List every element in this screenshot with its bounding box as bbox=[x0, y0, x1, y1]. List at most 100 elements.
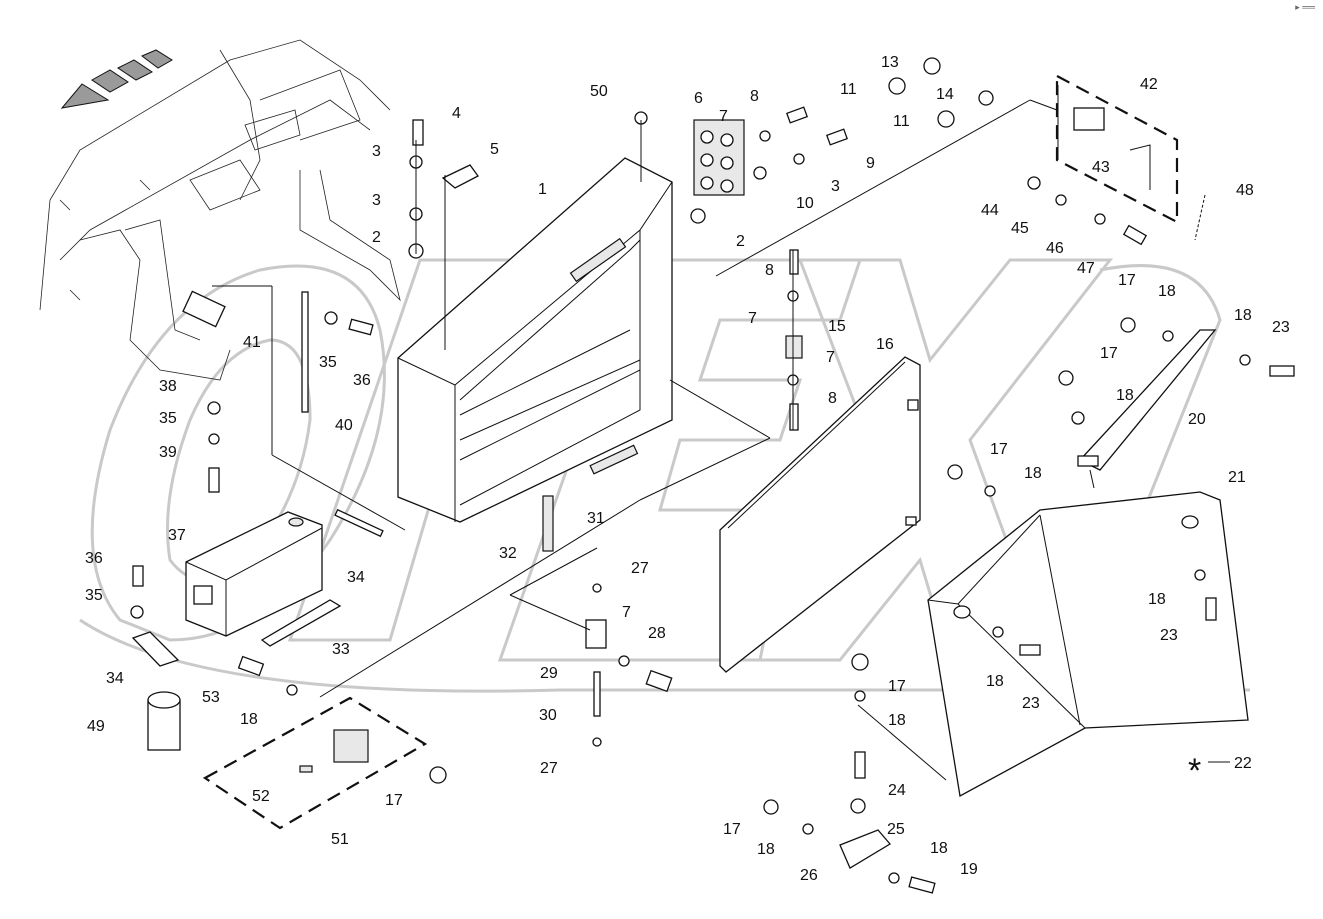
callout-6: 6 bbox=[694, 90, 703, 107]
callout-52: 52 bbox=[252, 788, 270, 805]
callout-40: 40 bbox=[335, 417, 353, 434]
callouts: 50 6 8 13 11 14 11 42 4 3 5 3 2 7 9 3 10… bbox=[85, 54, 1290, 884]
callout-29: 29 bbox=[540, 665, 558, 682]
callout-14: 14 bbox=[936, 86, 954, 103]
legend: * 22 bbox=[1188, 752, 1252, 790]
callout-8: 8 bbox=[828, 390, 837, 407]
callout-11: 11 bbox=[893, 113, 910, 130]
callout-44: 44 bbox=[981, 202, 999, 219]
callout-34: 34 bbox=[347, 569, 365, 586]
callout-16: 16 bbox=[876, 336, 894, 353]
callout-17: 17 bbox=[990, 441, 1008, 458]
callout-49: 49 bbox=[87, 718, 105, 735]
callout-7: 7 bbox=[826, 349, 835, 366]
arrow-stripe-2 bbox=[117, 59, 153, 81]
callout-48: 48 bbox=[1236, 182, 1254, 199]
callout-18: 18 bbox=[1158, 283, 1176, 300]
callout-43: 43 bbox=[1092, 159, 1110, 176]
callout-18: 18 bbox=[1234, 307, 1252, 324]
callout-11: 11 bbox=[840, 81, 857, 98]
callout-5: 5 bbox=[490, 141, 499, 158]
callout-23: 23 bbox=[1022, 695, 1040, 712]
callout-36: 36 bbox=[85, 550, 103, 567]
assembly-lines bbox=[212, 85, 1095, 781]
direction-arrow bbox=[60, 83, 110, 109]
callout-46: 46 bbox=[1046, 240, 1064, 257]
corner-mark: ▸ ══ bbox=[1295, 2, 1315, 12]
callout-45: 45 bbox=[1011, 220, 1029, 237]
callout-7: 7 bbox=[622, 604, 631, 621]
assembly-outline-51 bbox=[202, 696, 428, 830]
callout-26: 26 bbox=[800, 867, 818, 884]
callout-17: 17 bbox=[1100, 345, 1118, 362]
callout-39: 39 bbox=[159, 444, 177, 461]
relay bbox=[333, 729, 369, 763]
callout-7: 7 bbox=[719, 108, 728, 125]
callout-10: 10 bbox=[796, 195, 814, 212]
callout-51: 51 bbox=[331, 831, 349, 848]
callout-8: 8 bbox=[750, 88, 759, 105]
battery-box-housing bbox=[397, 157, 673, 552]
callout-23: 23 bbox=[1272, 319, 1290, 336]
callout-25: 25 bbox=[887, 821, 905, 838]
callout-18: 18 bbox=[930, 840, 948, 857]
callout-50: 50 bbox=[590, 83, 608, 100]
callout-18: 18 bbox=[240, 711, 258, 728]
callout-9: 9 bbox=[866, 155, 875, 172]
callout-37: 37 bbox=[168, 527, 186, 544]
callout-18: 18 bbox=[1148, 591, 1166, 608]
callout-20: 20 bbox=[1188, 411, 1206, 428]
callout-18: 18 bbox=[986, 673, 1004, 690]
callout-18: 18 bbox=[1116, 387, 1134, 404]
callout-35: 35 bbox=[319, 354, 337, 371]
callout-24: 24 bbox=[888, 782, 906, 799]
callout-15: 15 bbox=[828, 318, 846, 335]
callout-28: 28 bbox=[648, 625, 666, 642]
watermark-base bbox=[79, 618, 1250, 693]
battery bbox=[185, 511, 323, 637]
callout-38: 38 bbox=[159, 378, 177, 395]
hardware bbox=[130, 57, 1295, 894]
callout-13: 13 bbox=[881, 54, 899, 71]
callout-53: 53 bbox=[202, 689, 220, 706]
arrow-stripe-3 bbox=[141, 49, 173, 69]
assembly-outline-42 bbox=[1055, 74, 1179, 224]
callout-18: 18 bbox=[888, 712, 906, 729]
callout-17: 17 bbox=[723, 821, 741, 838]
callout-2: 2 bbox=[736, 233, 745, 250]
callout-21: 21 bbox=[1228, 469, 1246, 486]
callout-7: 7 bbox=[748, 310, 757, 327]
legend-asterisk: * bbox=[1188, 752, 1201, 790]
callout-3: 3 bbox=[372, 143, 381, 160]
arrow-stripe-1 bbox=[91, 69, 129, 93]
battery-box-door bbox=[719, 356, 921, 673]
callout-35: 35 bbox=[159, 410, 177, 427]
tractor-frame-background bbox=[39, 39, 401, 381]
callout-2: 2 bbox=[372, 229, 381, 246]
callout-30: 30 bbox=[539, 707, 557, 724]
callout-4: 4 bbox=[452, 105, 461, 122]
callout-33: 33 bbox=[332, 641, 350, 658]
callout-27: 27 bbox=[540, 760, 558, 777]
callout-18: 18 bbox=[1024, 465, 1042, 482]
callout-35: 35 bbox=[85, 587, 103, 604]
callout-3: 3 bbox=[372, 192, 381, 209]
legend-number: 22 bbox=[1234, 755, 1252, 772]
callout-27: 27 bbox=[631, 560, 649, 577]
callout-31: 31 bbox=[587, 510, 605, 527]
callout-32: 32 bbox=[499, 545, 517, 562]
callout-34: 34 bbox=[106, 670, 124, 687]
container-49 bbox=[147, 691, 181, 751]
callout-18: 18 bbox=[757, 841, 775, 858]
callout-23: 23 bbox=[1160, 627, 1178, 644]
callout-17: 17 bbox=[1118, 272, 1136, 289]
callout-17: 17 bbox=[888, 678, 906, 695]
callout-42: 42 bbox=[1140, 76, 1158, 93]
callout-17: 17 bbox=[385, 792, 403, 809]
callout-36: 36 bbox=[353, 372, 371, 389]
callout-8: 8 bbox=[765, 262, 774, 279]
support-strut bbox=[1077, 329, 1217, 471]
callout-41: 41 bbox=[243, 334, 261, 351]
watermark-letter-x bbox=[737, 258, 1114, 662]
